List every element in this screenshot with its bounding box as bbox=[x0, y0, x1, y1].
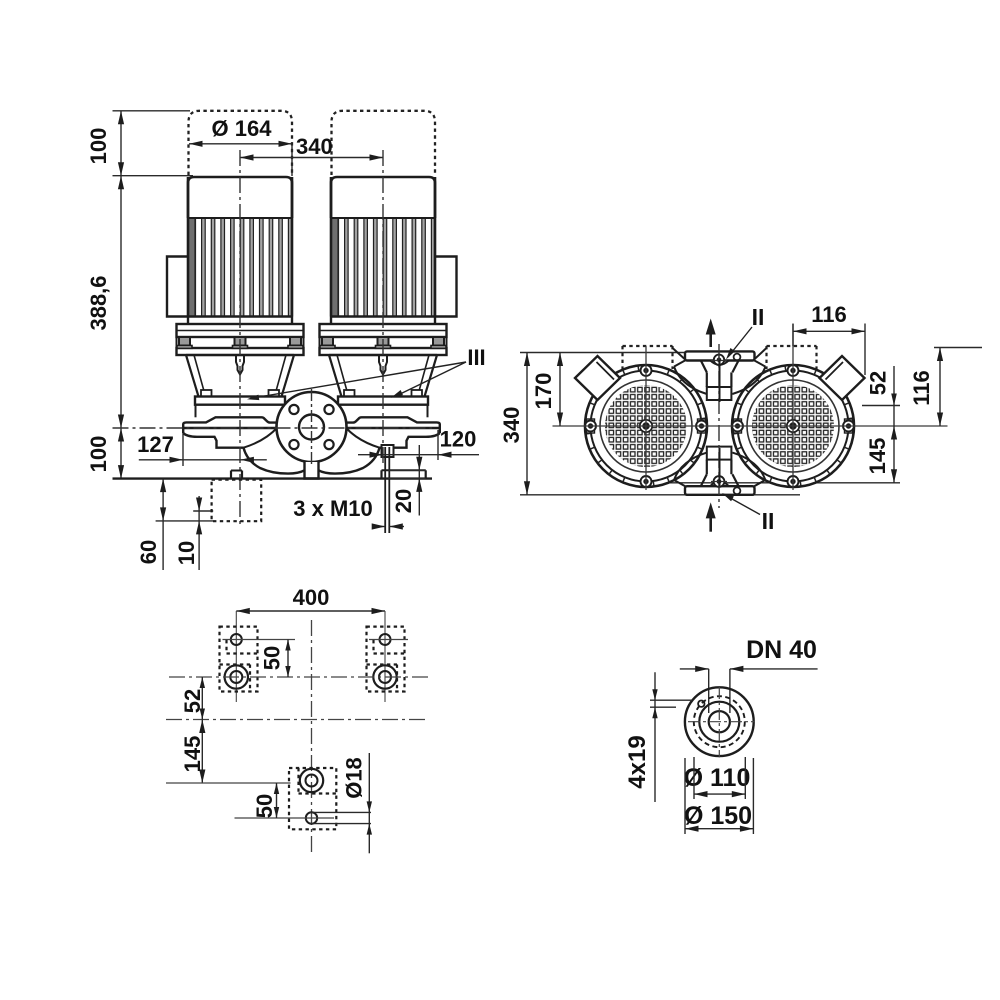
svg-text:100: 100 bbox=[86, 436, 111, 473]
svg-text:120: 120 bbox=[440, 427, 477, 452]
svg-text:100: 100 bbox=[86, 128, 111, 165]
svg-text:Ø 110: Ø 110 bbox=[684, 764, 751, 792]
svg-text:DN 40: DN 40 bbox=[746, 636, 817, 664]
svg-text:50: 50 bbox=[252, 794, 277, 818]
svg-text:4x19: 4x19 bbox=[624, 735, 651, 788]
svg-text:52: 52 bbox=[866, 371, 891, 395]
svg-text:145: 145 bbox=[865, 438, 890, 475]
svg-text:20: 20 bbox=[391, 489, 416, 513]
svg-text:10: 10 bbox=[174, 541, 199, 565]
svg-text:3 x M10: 3 x M10 bbox=[293, 496, 373, 521]
svg-text:Ø 164: Ø 164 bbox=[212, 116, 273, 141]
svg-text:116: 116 bbox=[811, 302, 847, 327]
svg-text:340: 340 bbox=[499, 407, 524, 444]
svg-text:III: III bbox=[467, 345, 485, 370]
svg-text:50: 50 bbox=[260, 646, 285, 670]
svg-text:116: 116 bbox=[909, 370, 934, 406]
svg-text:388,6: 388,6 bbox=[86, 275, 111, 330]
svg-text:II: II bbox=[752, 304, 765, 330]
svg-text:Ø 150: Ø 150 bbox=[684, 802, 752, 830]
svg-text:400: 400 bbox=[293, 585, 330, 610]
svg-text:170: 170 bbox=[531, 373, 556, 410]
svg-text:145: 145 bbox=[180, 736, 205, 773]
svg-text:Ø18: Ø18 bbox=[342, 757, 367, 799]
svg-text:60: 60 bbox=[136, 540, 161, 564]
svg-text:52: 52 bbox=[180, 689, 205, 713]
svg-text:II: II bbox=[762, 508, 775, 534]
svg-text:127: 127 bbox=[137, 432, 174, 457]
svg-text:340: 340 bbox=[296, 134, 333, 159]
